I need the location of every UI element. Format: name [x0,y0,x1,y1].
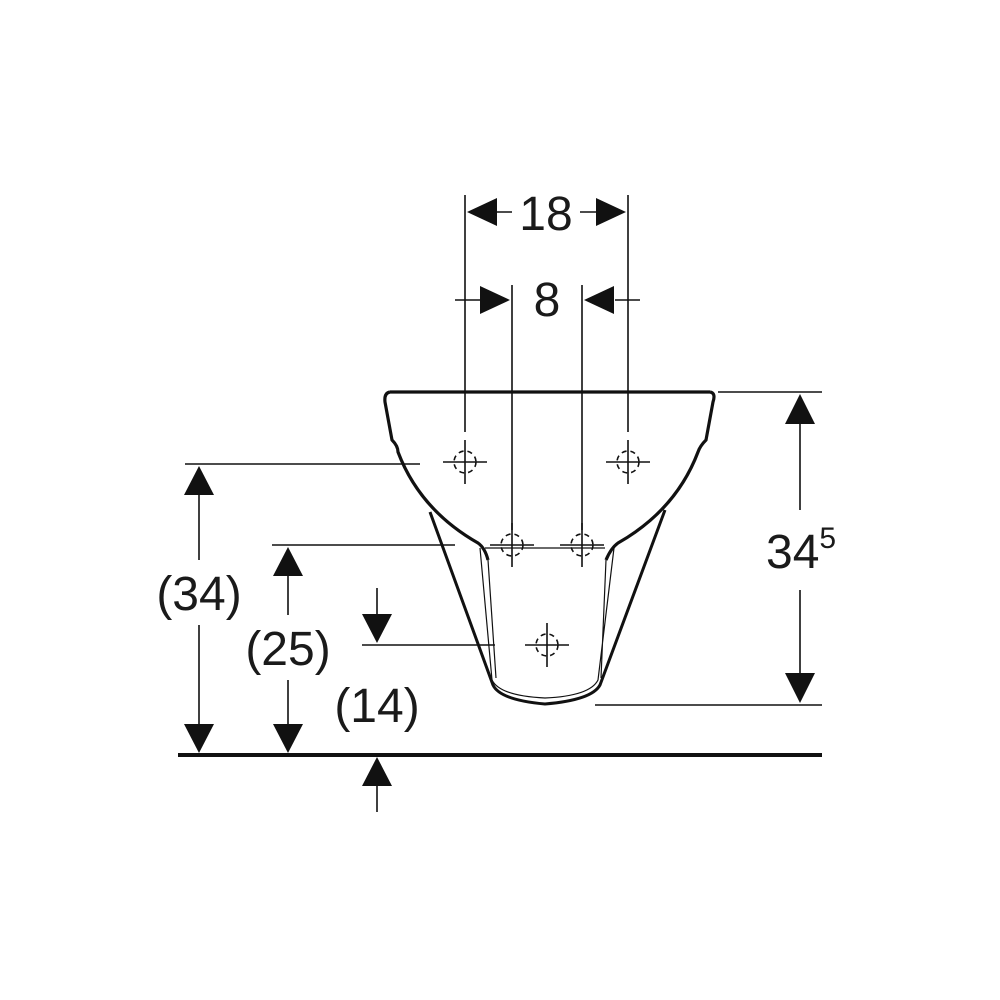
crosshair-icon [525,623,569,667]
fixing-hole-circle [570,533,594,557]
dim-basin-height-main: 34 [766,526,819,579]
arrow-up-icon [785,394,815,424]
arrow-down-icon [785,673,815,703]
fixing-hole-circle [616,450,640,474]
fixing-center-lines [464,195,629,530]
dim-inner-spacing: 8 [534,274,561,327]
extension-lines [185,391,822,706]
dimension-lines [198,211,801,812]
fixing-hole-circle [453,450,477,474]
arrow-left-icon [584,286,614,314]
dim-basin-height-sup: 5 [819,522,836,555]
dim-lower-fixing-height: (25) [245,623,330,676]
pedestal-outline [428,509,667,706]
arrow-left-icon [467,198,497,226]
arrow-down-icon [184,724,214,753]
basin-bowl-outline [383,390,716,561]
dim-basin-height: 345 [766,522,836,579]
arrowheads [184,198,815,786]
crosshair-icon [560,523,604,567]
fixing-hole-circle [535,633,559,657]
arrow-down-icon [273,724,303,753]
arrow-up-icon [184,466,214,495]
pedestal-inner-lines [479,547,615,699]
arrow-right-icon [480,286,510,314]
crosshair-icon [443,440,487,484]
arrow-down-icon [362,614,392,643]
crosshair-icon [490,523,534,567]
fixing-hole-circle [500,533,524,557]
dim-upper-fixing-height: (34) [156,568,241,621]
dim-drain-height: (14) [334,680,419,733]
fixing-points [443,440,650,667]
arrow-up-icon [273,547,303,576]
dim-outer-spacing: 18 [519,188,572,241]
arrow-right-icon [596,198,626,226]
crosshair-icon [606,440,650,484]
arrow-up-icon [362,757,392,786]
